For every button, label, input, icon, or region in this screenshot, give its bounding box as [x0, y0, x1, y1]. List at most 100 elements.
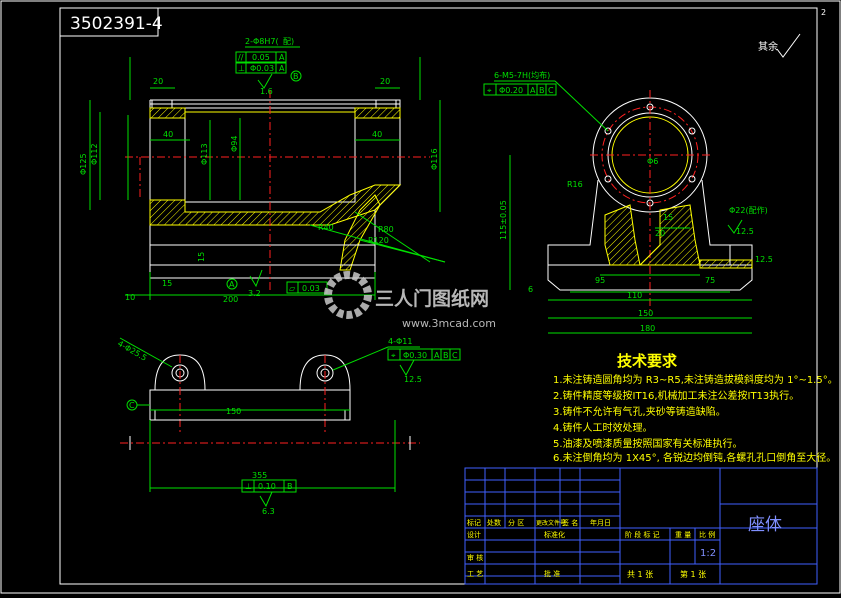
tb-stage-header: 阶 段 标 记 [625, 530, 660, 539]
tb-header-0: 标记 [467, 518, 481, 527]
side-dim-13: 180 [640, 324, 655, 333]
drawing-code: 3502391-4 [70, 14, 163, 34]
side-dim-12: 150 [638, 309, 653, 318]
technical-notes: 技术要求 1.未注铸造圆角均为 R3~R5,未注铸造拔模斜度均为 1°~1.5°… [553, 352, 838, 464]
tb-standard: 标准化 [544, 530, 565, 539]
front-rough1-symbol [257, 73, 273, 89]
top-rough: 12.5 [404, 375, 422, 384]
front-dim-11: R80 [378, 225, 394, 234]
tb-approve: 批 准 [544, 569, 560, 578]
front-tol1-sym: // [238, 53, 244, 62]
note-4: 4.铸件人工时效处理。 [553, 421, 653, 434]
side-dim-10: 75 [705, 276, 715, 285]
tb-scale-header: 比 例 [699, 530, 715, 539]
front-dim-12: 15 [162, 279, 172, 288]
front-tol2-sym: ⊥ [238, 64, 245, 73]
front-dim-14: 15 [197, 252, 206, 262]
tb-check: 审 核 [467, 553, 483, 562]
front-dim-6: Φ113 [200, 143, 209, 165]
side-dim-4: Φ22(配作) [729, 205, 768, 215]
top-pos-tol-b: B [443, 351, 449, 360]
corner-mark: 2 [821, 8, 826, 17]
side-rough-symbol [727, 219, 743, 234]
top-perp-tol-val: 0.10 [258, 482, 276, 491]
front-tol-frame-1 [235, 51, 287, 63]
front-rough2: 3.2 [248, 289, 261, 298]
front-flat-tol-val: 0.03 [302, 284, 320, 293]
front-datum-b: B [293, 72, 299, 81]
front-rough1: 1.6 [260, 87, 273, 96]
tb-header-1: 处数 [487, 518, 501, 527]
front-flat-tol-frame [286, 281, 328, 294]
tb-sheet-total: 共 1 张 [627, 570, 653, 579]
front-dim-15: 200 [223, 295, 238, 304]
front-dim-3: 40 [372, 130, 382, 139]
side-dim-3: 6 [528, 285, 533, 294]
inner-border [59, 7, 818, 585]
tb-sheet-no: 第 1 张 [680, 569, 706, 579]
top-overall: 355 [252, 471, 267, 480]
note-2: 2.铸件精度等级按IT16,机械加工未注公差按IT13执行。 [553, 389, 799, 402]
side-dim-2: 115±0.05 [499, 200, 508, 240]
side-pos-tol-sym: ⌖ [487, 86, 492, 95]
tb-header-5: 年月日 [590, 518, 611, 527]
tb-part-name: 座体 [748, 515, 782, 535]
side-view: 115±0.05 Φ6 R16 6 Φ22(配作) 12.5 12.5 15 2… [483, 70, 773, 334]
front-dim-9: R40 [318, 223, 334, 232]
note-5: 5.油漆及喷漆质量按照国家有关标准执行。 [553, 437, 743, 450]
side-dim-7: 15 [663, 213, 673, 222]
side-pos-tol-val: Φ0.20 [499, 86, 523, 95]
top-perp-tol-frame [241, 479, 297, 493]
tb-header-2: 分 区 [508, 518, 524, 527]
front-dim-4: Φ125 [79, 153, 88, 175]
front-rough2-symbol [249, 269, 263, 288]
top-dim-0: 150 [226, 407, 241, 416]
roughness-rest-label: 其余 [758, 40, 778, 53]
drawing-code-box [59, 7, 159, 37]
side-dim-6: 12.5 [755, 255, 773, 264]
front-dim-2: 40 [163, 130, 173, 139]
top-perp-tol-datum: B [287, 482, 293, 491]
top-view: 150 355 ⊥ 0.10 B 6.3 4-Φ25.5 4-Φ11 ⌖ Φ0.… [116, 337, 461, 516]
roughness-rest-symbol [776, 33, 801, 58]
tb-header-3: 更改文件号 [536, 519, 566, 527]
tb-weight-header: 重 量 [675, 531, 691, 539]
front-flat-tol-sym: ▱ [289, 284, 296, 293]
tb-design: 设计 [467, 530, 481, 539]
side-dim-8: 20 [655, 229, 665, 238]
side-dim-11: 110 [627, 291, 642, 300]
top-rough2: 6.3 [262, 507, 275, 516]
title-block: 标记 处数 分 区 更改文件号 签 名 年月日 设计 标准化 审 核 工 艺 批… [464, 467, 818, 585]
front-dim-8: Φ116 [430, 148, 439, 170]
front-view: 20 20 40 40 Φ125 Φ112 Φ113 Φ94 Φ116 R40 … [79, 37, 446, 304]
front-hole-callout-suffix: 配) [283, 37, 294, 46]
front-dim-5: Φ112 [90, 143, 99, 165]
watermark: 三人门图纸网 www.3mcad.com [324, 271, 496, 330]
side-pos-tol-c: C [548, 86, 554, 95]
note-3: 3.铸件不允许有气孔,夹砂等铸造缺陷。 [553, 405, 726, 418]
tb-craft: 工 艺 [467, 570, 483, 578]
side-dim-1: R16 [567, 180, 583, 189]
note-6: 6.未注倒角均为 1X45°, 各锐边均倒钝,各螺孔孔口倒角至大径。 [553, 451, 836, 464]
top-pos-tol-sym: ⌖ [391, 351, 396, 360]
notes-title: 技术要求 [617, 352, 678, 370]
top-pos-tol-a: A [434, 351, 440, 360]
front-dim-13: 10 [125, 293, 135, 302]
side-dim-9: 95 [595, 276, 605, 285]
front-hole-callout: 2-Φ8H7( [245, 37, 279, 46]
top-pos-tol-val: Φ0.30 [403, 351, 427, 360]
side-dim-5: 12.5 [736, 227, 754, 236]
note-1: 1.未注铸造圆角均为 R3~R5,未注铸造拔模斜度均为 1°~1.5°。 [553, 373, 838, 386]
side-pos-tol-frame [483, 83, 557, 96]
side-pos-tol-a: A [530, 86, 536, 95]
front-datum-a: A [229, 280, 235, 289]
tb-scale: 1:2 [700, 548, 716, 559]
watermark-url: www.3mcad.com [402, 317, 496, 330]
tb-header-4: 签 名 [562, 518, 578, 527]
top-pos-tol-c: C [452, 351, 458, 360]
front-tol1-datum: A [279, 53, 285, 62]
front-tol-frame-2 [235, 62, 287, 74]
datum-b-marker [290, 70, 302, 82]
